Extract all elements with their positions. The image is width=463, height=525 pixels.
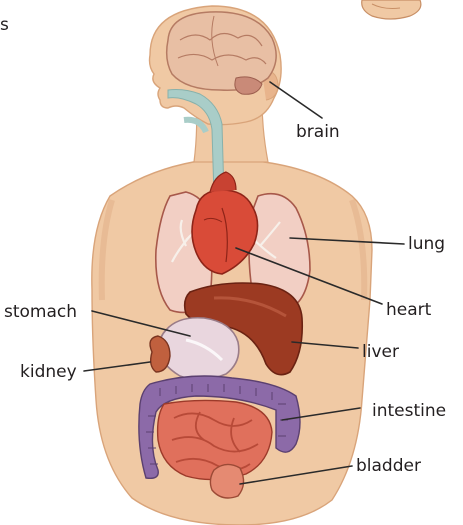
- label-liver: liver: [362, 342, 399, 362]
- bladder-organ: [210, 464, 243, 498]
- hand-fragment: [362, 0, 421, 19]
- label-kidney: kidney: [20, 362, 77, 382]
- label-stomach: stomach: [4, 302, 77, 322]
- label-bladder: bladder: [356, 456, 421, 476]
- brain-organ: [167, 12, 276, 94]
- label-intestine: intestine: [372, 401, 446, 421]
- brain-leader: [270, 82, 322, 118]
- label-brain: brain: [296, 122, 340, 142]
- label-lung: lung: [408, 234, 445, 254]
- small-intestine-organ: [158, 400, 272, 479]
- cropped-text: s: [0, 15, 9, 35]
- label-heart: heart: [386, 300, 432, 320]
